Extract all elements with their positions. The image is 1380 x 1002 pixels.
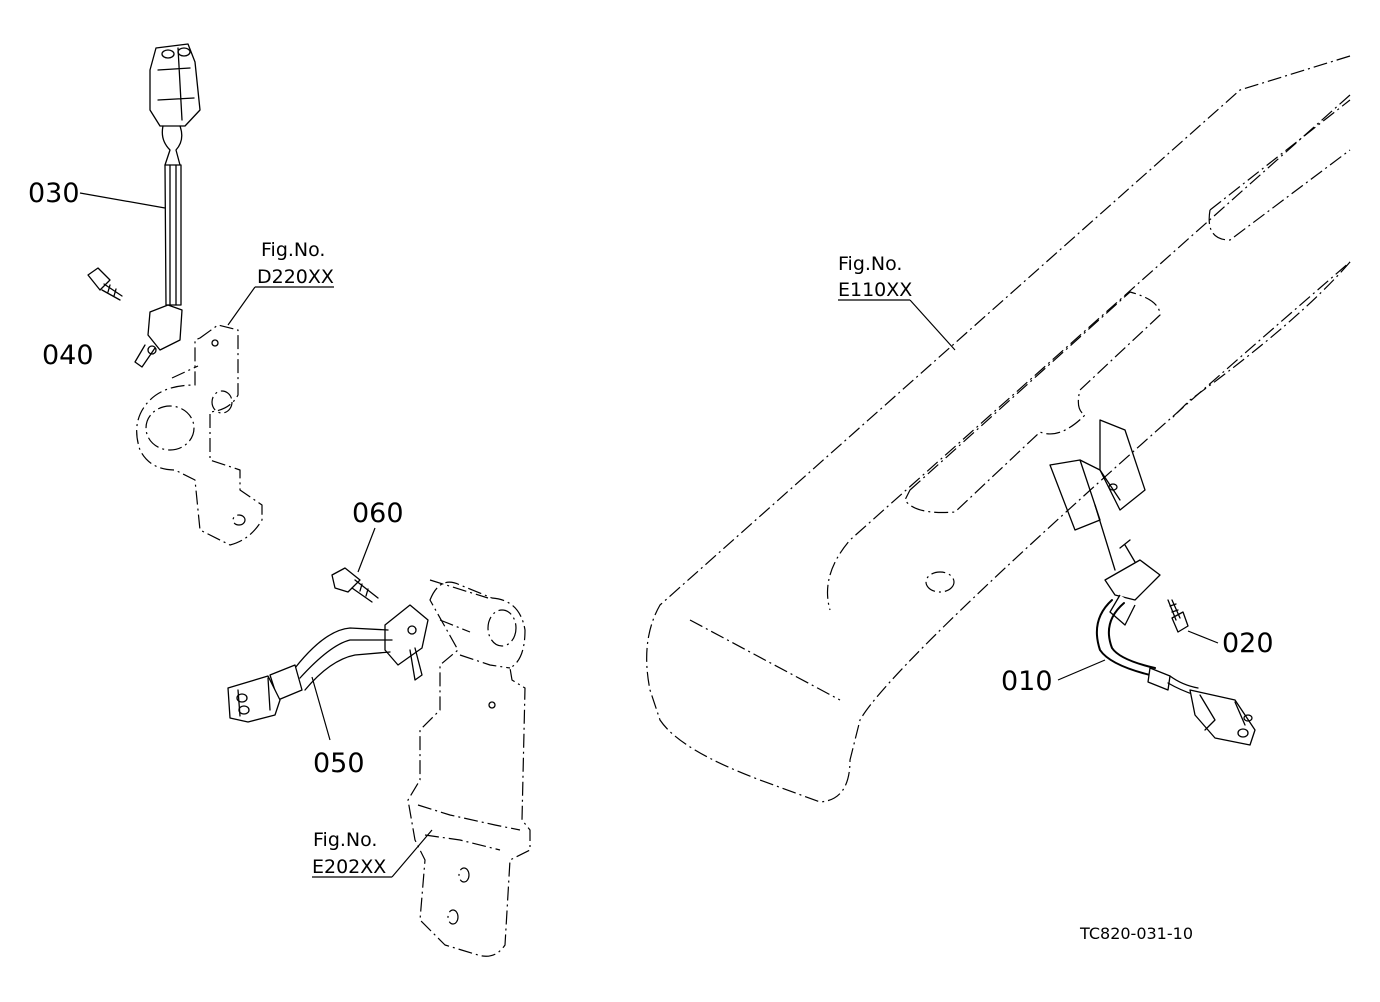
screw-060 xyxy=(331,567,379,603)
switch-harness-050 xyxy=(227,604,429,723)
screw-040 xyxy=(87,267,123,301)
fig-ref-d220-number: D220XX xyxy=(257,266,334,288)
fig-ref-e202-number: E202XX xyxy=(312,856,386,878)
leader-lines xyxy=(79,192,1219,878)
fig-ref-d220-label: Fig.No. xyxy=(261,239,325,261)
callout-050: 050 xyxy=(313,748,365,779)
callout-030: 030 xyxy=(28,178,80,209)
callout-040: 040 xyxy=(42,340,94,371)
drawing-code: TC820-031-10 xyxy=(1079,924,1193,943)
switch-bracket-010 xyxy=(1049,419,1146,531)
bracket-d220 xyxy=(136,324,263,546)
switch-harness-010 xyxy=(1094,504,1256,746)
fig-ref-e110-label: Fig.No. xyxy=(838,253,902,275)
fig-ref-e110-number: E110XX xyxy=(838,279,912,301)
switch-harness-030 xyxy=(134,43,201,368)
callout-060: 060 xyxy=(352,498,404,529)
fig-ref-e202-label: Fig.No. xyxy=(313,829,377,851)
screw-020 xyxy=(1167,599,1189,633)
frame-e110 xyxy=(646,55,1351,803)
callout-010: 010 xyxy=(1001,666,1053,697)
bracket-e202 xyxy=(407,579,531,957)
callout-020: 020 xyxy=(1222,628,1274,659)
